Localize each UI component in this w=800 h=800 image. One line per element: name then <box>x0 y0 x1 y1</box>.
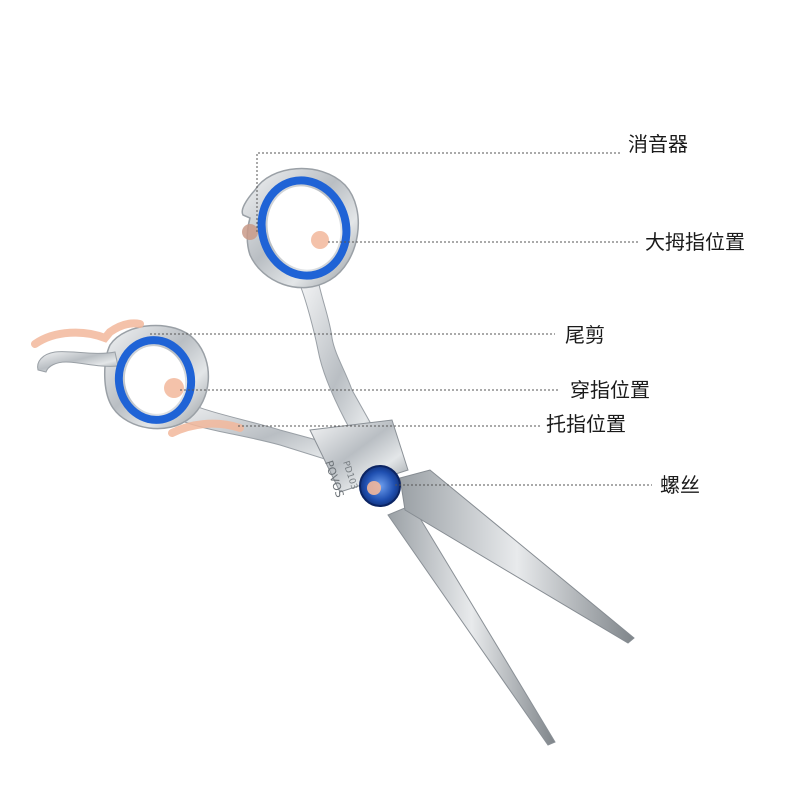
label-finger-rest-position: 托指位置 <box>546 412 626 436</box>
label-ring-finger-position: 穿指位置 <box>570 378 650 402</box>
silencer-marker <box>242 224 258 240</box>
lower-blade <box>387 504 556 746</box>
leader-lines <box>150 152 652 486</box>
label-silencer: 消音器 <box>628 132 688 156</box>
ring-finger-marker <box>164 378 184 398</box>
leader-silencer <box>256 152 620 232</box>
highlight-markers <box>31 224 329 437</box>
label-screw: 螺丝 <box>660 473 700 497</box>
label-thumb-position: 大拇指位置 <box>645 230 745 254</box>
screw-icon <box>359 465 401 507</box>
tail-highlight <box>31 319 144 348</box>
upper-blade <box>399 469 635 644</box>
label-tail: 尾剪 <box>565 323 605 347</box>
thumb-marker <box>311 231 329 249</box>
finger-rest-highlight <box>168 419 244 437</box>
